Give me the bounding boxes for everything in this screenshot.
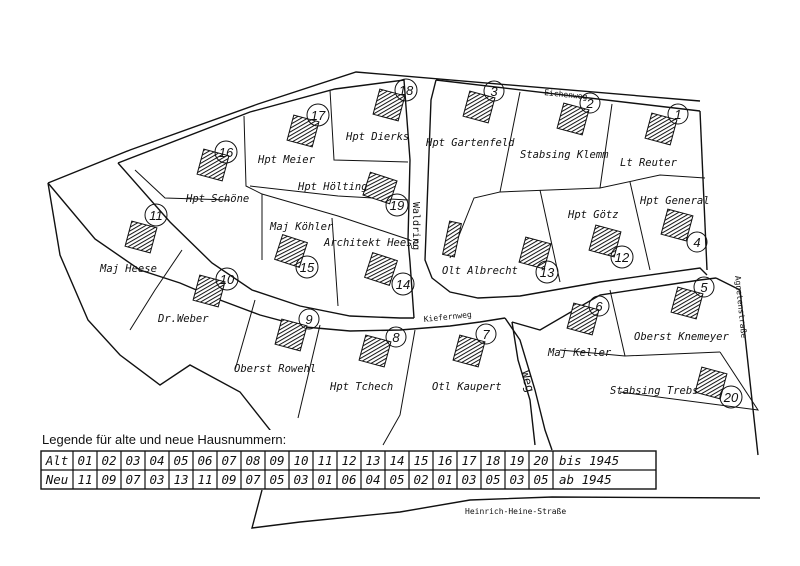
street-labels: Eichenweg Waldring Kiefernweg Weg Agnete… (410, 88, 749, 516)
house-number-badge: 2 (585, 96, 594, 111)
legend-cell-neu: 03 (293, 472, 308, 487)
legend-cell-neu: 07 (125, 472, 141, 487)
legend-cell-neu: 13 (173, 472, 188, 487)
street-outlines (47, 71, 761, 529)
legend-cell-neu: 05 (389, 472, 404, 487)
legend-cell-neu: 03 (461, 472, 476, 487)
owner-label: Hpt Meier (257, 154, 316, 166)
owner-label: Hpt Schöne (185, 193, 249, 205)
legend-cell-alt: 01 (77, 453, 92, 468)
house-number-badge: 9 (305, 312, 312, 327)
owner-label: Lt Reuter (620, 157, 678, 169)
house-number-badge: 17 (311, 108, 326, 123)
legend-cell-alt: 11 (317, 453, 332, 468)
house-numbers: 1 2 3 4 5 6 7 8 9 10 11 12 13 14 15 16 1… (144, 78, 743, 409)
owner-label: Maj Keller (547, 347, 612, 359)
owner-label: Maj Heese (99, 263, 157, 275)
legend-cell-neu: 03 (509, 472, 524, 487)
legend-cell-alt: 04 (149, 453, 164, 468)
legend-cell-neu: 03 (149, 472, 164, 487)
owner-label: Stabsing Trebs (610, 385, 699, 397)
owner-label: Hpt Gartenfeld (425, 137, 515, 149)
legend-cell-neu: 09 (221, 472, 236, 487)
house-number-badge: 13 (540, 265, 555, 280)
legend-row-label-alt: Alt (45, 453, 69, 468)
legend-cell-alt: 15 (413, 453, 428, 468)
owner-label: Hpt Götz (567, 209, 619, 221)
house-number-badge: 12 (615, 250, 630, 265)
house-number-badge: 15 (300, 260, 315, 275)
house-number-badge: 4 (693, 235, 700, 250)
legend-cell-alt: 18 (485, 453, 500, 468)
house-number-badge: 19 (390, 198, 404, 213)
legend-cell-alt: 06 (197, 453, 212, 468)
legend-cell-neu: 07 (245, 472, 261, 487)
owner-label: Hpt Tchech (329, 381, 393, 393)
legend-cell-alt: 08 (245, 453, 260, 468)
legend-cell-neu: 05 (485, 472, 500, 487)
legend-cell-alt: 17 (461, 453, 477, 468)
house-number-badge: 10 (220, 272, 235, 287)
legend-title: Legende für alte und neue Hausnummern: (42, 432, 286, 447)
house-number-badge: 11 (149, 208, 163, 223)
legend-neu-from: ab 1945 (559, 472, 612, 487)
street-label-agnetenstrasse: Agnetenstraße (733, 275, 749, 338)
street-label-waldring: Waldring (410, 202, 421, 250)
legend-cell-neu: 01 (317, 472, 332, 487)
owner-label: Olt Albrecht (442, 265, 518, 277)
street-label-kiefernweg: Kiefernweg (423, 310, 472, 324)
owner-label: Dr.Weber (157, 313, 209, 325)
legend-cell-alt: 20 (533, 453, 548, 468)
legend-cell-neu: 04 (365, 472, 380, 487)
street-label-weg: Weg (518, 369, 537, 394)
legend-cell-alt: 05 (173, 453, 188, 468)
house-number-badge: 7 (482, 327, 490, 342)
legend-cell-alt: 02 (101, 453, 116, 468)
legend-cell-alt: 14 (389, 453, 404, 468)
legend-cell-alt: 13 (365, 453, 380, 468)
owner-label: Hpt General (639, 195, 710, 207)
street-label-heinrich-heine: Heinrich-Heine-Straße (465, 507, 566, 516)
legend-row-label-neu: Neu (45, 472, 69, 487)
legend-cell-neu: 09 (101, 472, 116, 487)
owner-labels: Lt Reuter Stabsing Klemm Hpt Gartenfeld … (99, 131, 730, 397)
legend-cell-neu: 05 (269, 472, 284, 487)
owner-label: Architekt Heese (323, 237, 419, 249)
house-number-badge: 14 (396, 277, 410, 292)
owner-label: Stabsing Klemm (520, 149, 609, 161)
owner-label: Hpt Hölting (297, 181, 368, 193)
legend-cell-alt: 07 (221, 453, 237, 468)
legend-cell-neu: 11 (77, 472, 92, 487)
house-number-badge: 1 (674, 107, 681, 122)
legend-cell-neu: 02 (413, 472, 428, 487)
legend: Legende für alte und neue Hausnummern: A… (36, 430, 657, 490)
legend-cell-neu: 11 (197, 472, 212, 487)
legend-cell-neu: 01 (437, 472, 452, 487)
legend-cell-alt: 12 (341, 453, 356, 468)
owner-label: Oberst Rowehl (234, 363, 316, 375)
street-label-eichenweg: Eichenweg (544, 88, 588, 102)
house-number-badge: 18 (399, 83, 414, 98)
owner-label: Oberst Knemeyer (634, 331, 730, 343)
owner-label: Hpt Dierks (345, 131, 409, 143)
owner-label: Maj Köhler (269, 221, 334, 233)
legend-cell-alt: 16 (437, 453, 452, 468)
legend-cell-alt: 10 (293, 453, 308, 468)
legend-cell-alt: 19 (509, 453, 524, 468)
house-number-badge: 8 (392, 330, 400, 345)
legend-cell-alt: 09 (269, 453, 284, 468)
legend-cell-neu: 06 (341, 472, 356, 487)
house-number-badge: 6 (595, 299, 603, 314)
owner-label: Otl Kaupert (432, 381, 502, 393)
legend-alt-until: bis 1945 (559, 453, 619, 468)
house-number-badge: 3 (490, 84, 498, 99)
house-number-badge: 5 (700, 280, 708, 295)
house-number-badge: 20 (723, 390, 739, 405)
legend-cell-alt: 03 (125, 453, 140, 468)
house-number-badge: 16 (219, 145, 234, 160)
legend-cell-neu: 05 (533, 472, 548, 487)
